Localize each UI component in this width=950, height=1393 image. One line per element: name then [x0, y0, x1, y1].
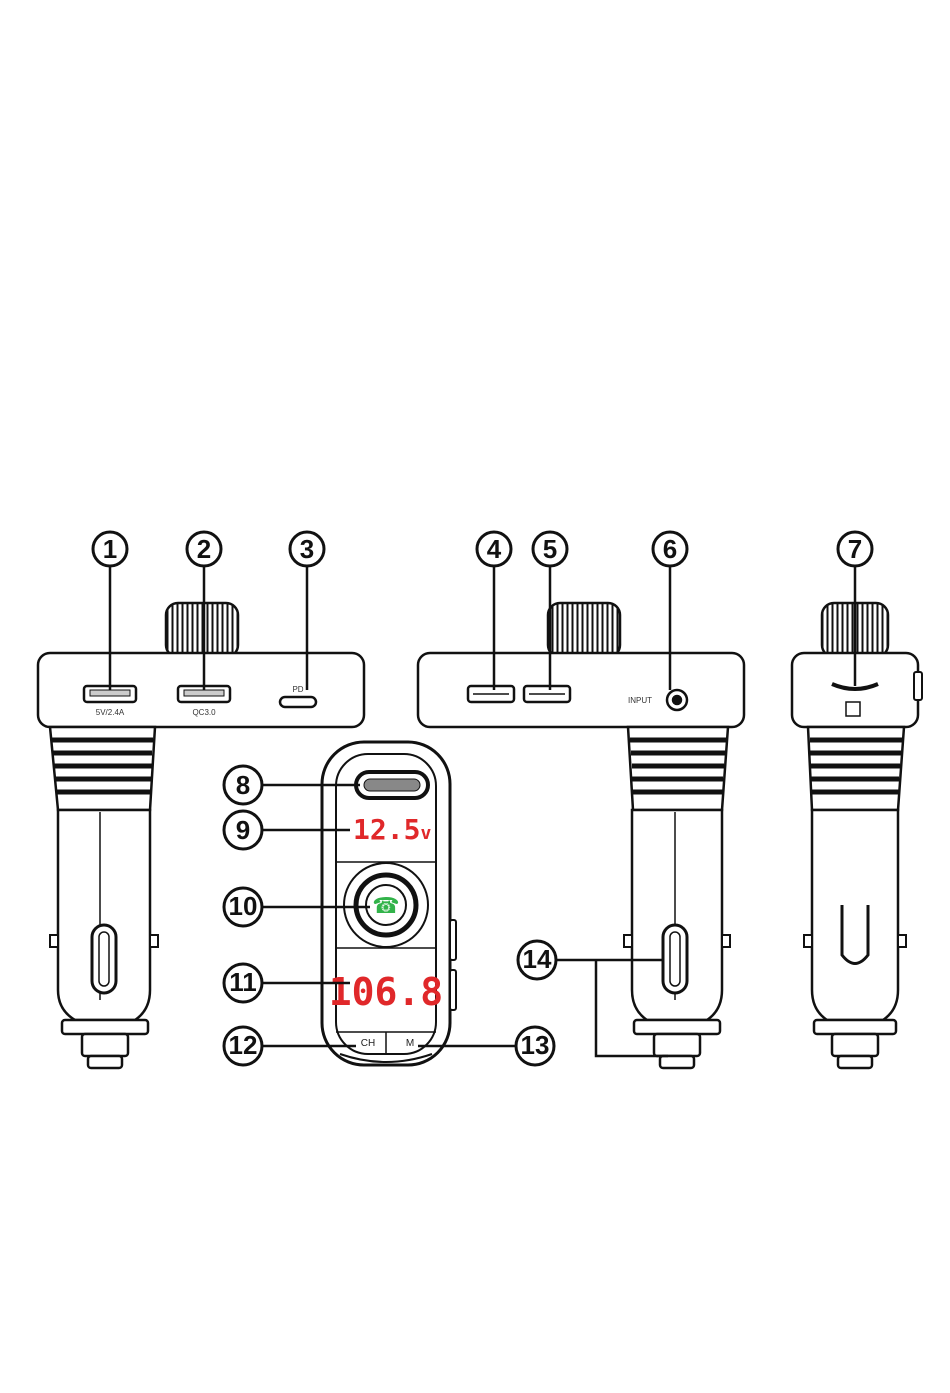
phone-icon: ☎ — [372, 894, 399, 919]
callout-4: 4 — [487, 534, 502, 564]
type-c-port — [280, 697, 316, 707]
callout-3: 3 — [300, 534, 314, 564]
callout-13: 13 — [521, 1030, 550, 1060]
device-back-view — [418, 603, 744, 1068]
callout-2: 2 — [197, 534, 211, 564]
callout-1: 1 — [103, 534, 117, 564]
input-label: INPUT — [628, 696, 652, 705]
callout-6: 6 — [663, 534, 677, 564]
m-button-label: M — [406, 1038, 414, 1049]
knob — [166, 603, 238, 657]
callout-10: 10 — [229, 891, 258, 921]
ch-button-label: CH — [361, 1038, 375, 1049]
callout-5: 5 — [543, 534, 557, 564]
voltage-display: 12.5v — [353, 813, 431, 846]
callout-8: 8 — [236, 770, 250, 800]
callout-9: 9 — [236, 815, 250, 845]
frequency-display: 106.8 — [329, 970, 443, 1014]
callout-7: 7 — [848, 534, 862, 564]
typec-label: PD — [292, 685, 303, 694]
callout-11: 11 — [229, 967, 257, 997]
callout-14: 14 — [523, 944, 552, 974]
device-front-view — [38, 603, 364, 1068]
callout-12: 12 — [229, 1030, 258, 1060]
usb1-label: 5V/2.4A — [96, 708, 125, 717]
knob — [548, 603, 620, 657]
device-side-view — [792, 603, 922, 1068]
usb2-label: QC3.0 — [192, 708, 216, 717]
